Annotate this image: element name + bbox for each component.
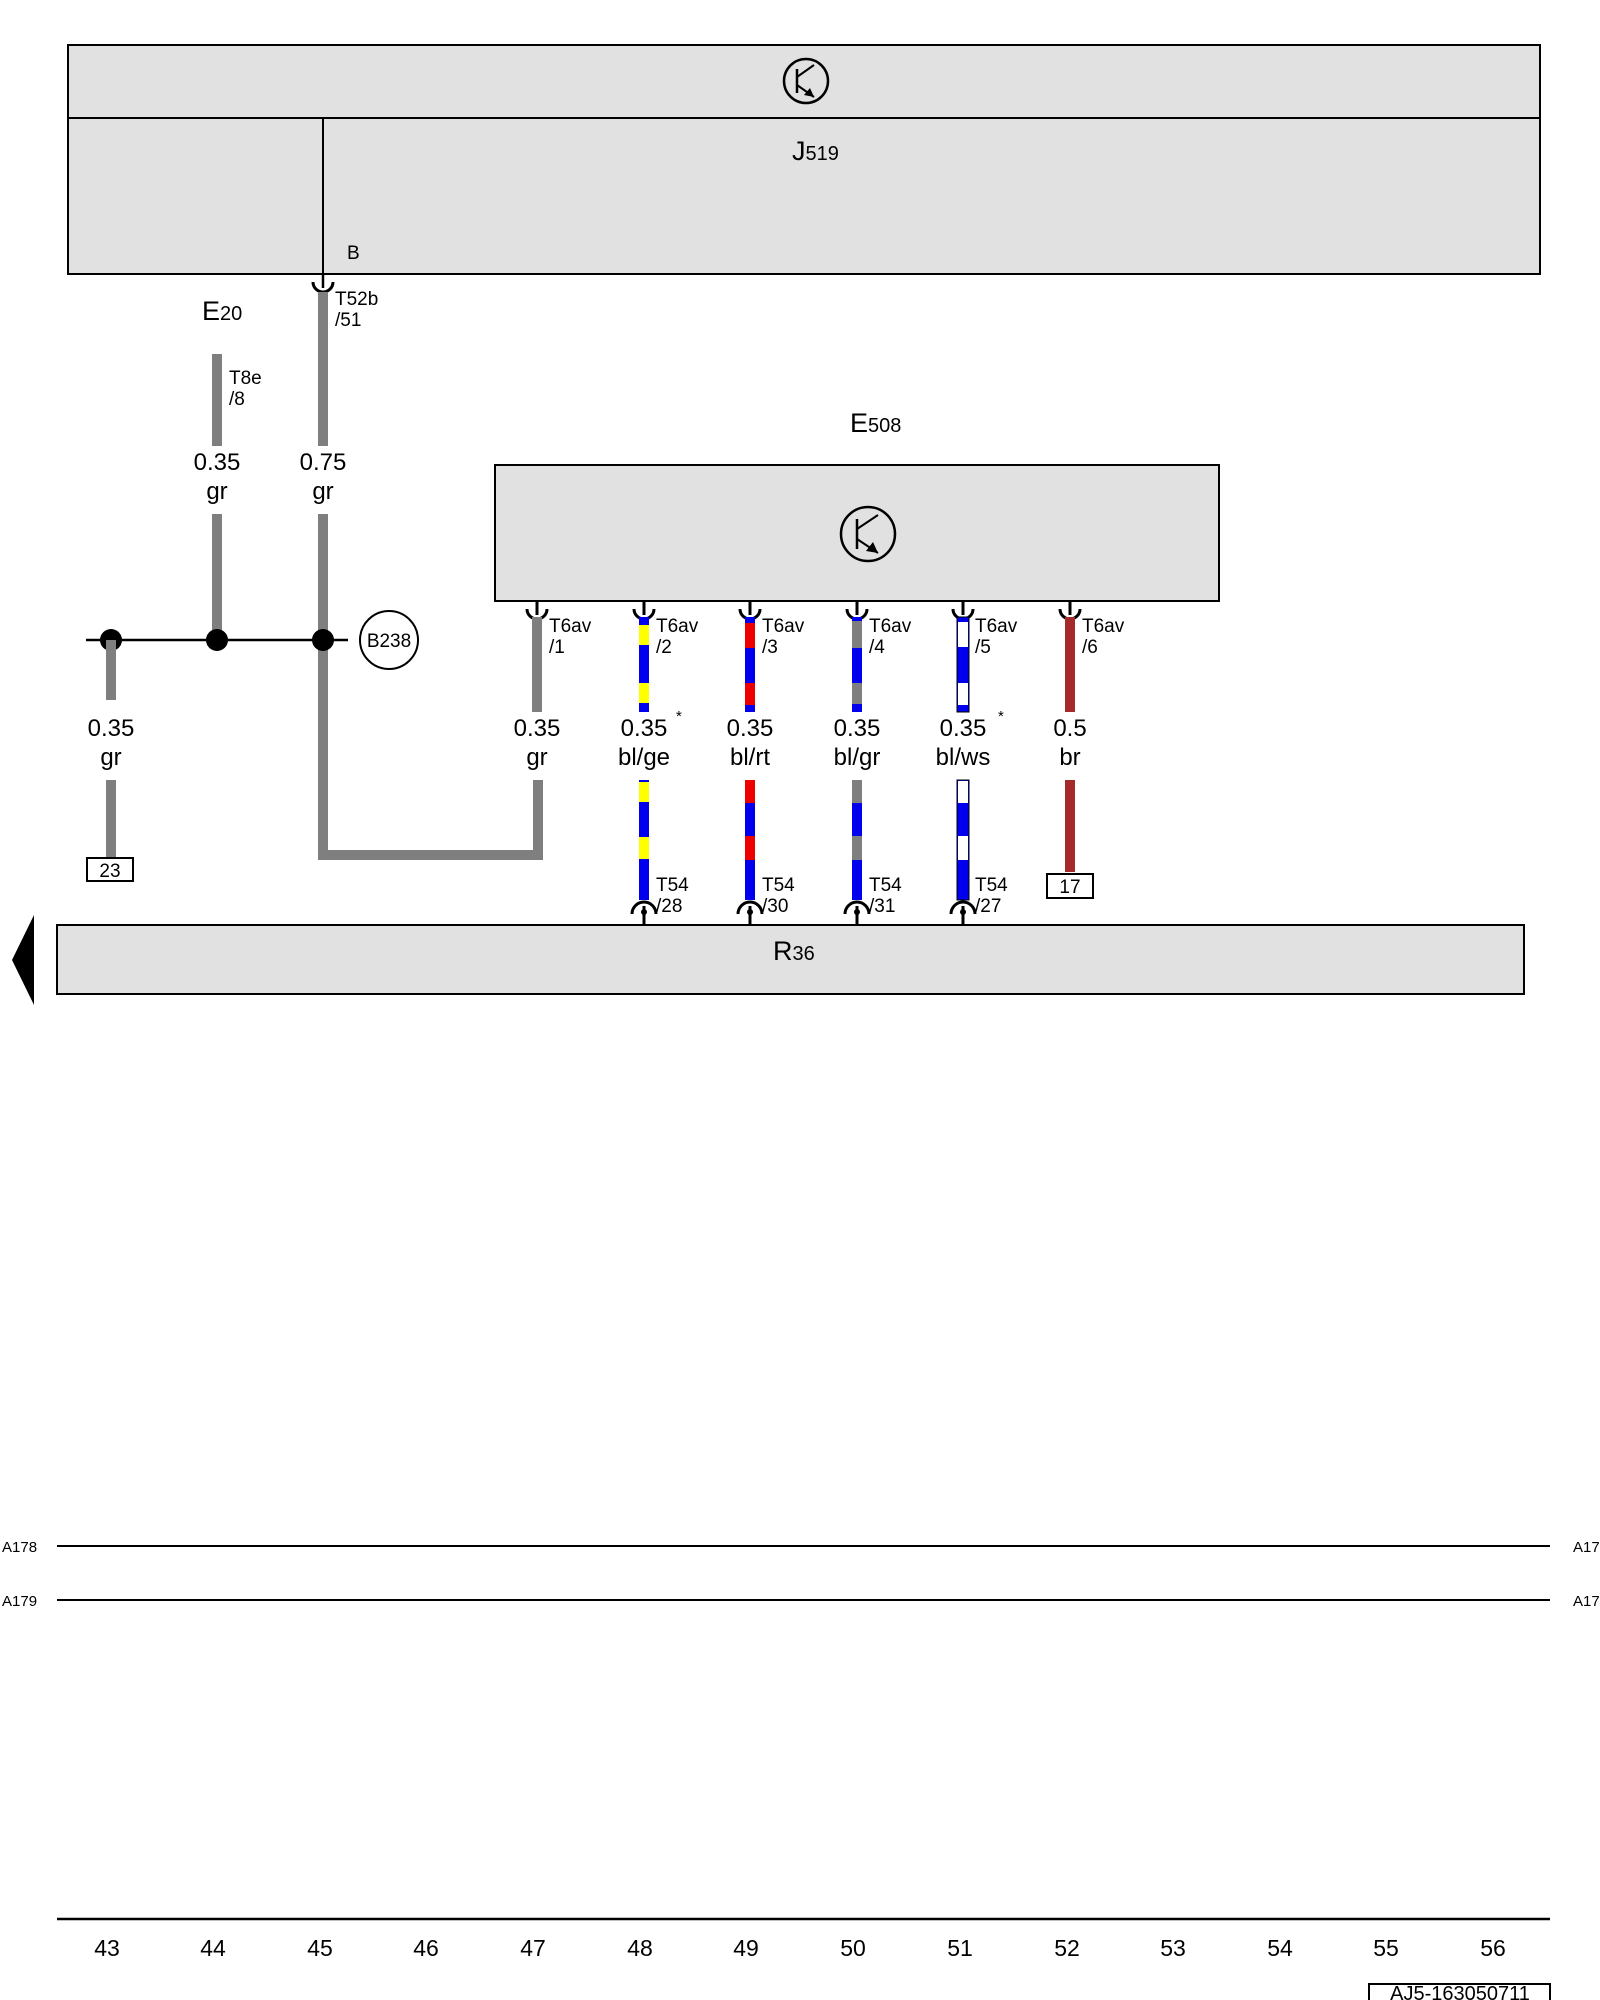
reference-box: [86, 857, 134, 882]
connector-label: T6av/1: [549, 616, 592, 658]
wire-gauge: 0.5: [1053, 715, 1086, 742]
column-number: 54: [1267, 1935, 1293, 1961]
column-number: 45: [307, 1935, 333, 1961]
wire-gauge: 0.35: [621, 715, 668, 742]
wire-bl-ws: [956, 616, 970, 901]
wire-color: gr: [526, 744, 547, 771]
wire-color: bl/rt: [730, 744, 770, 771]
wire-gauge: 0.35: [194, 449, 241, 476]
connector-label: T6av/5: [975, 616, 1018, 658]
component-label-e20: E20: [202, 296, 242, 326]
document-id-box: [1368, 1983, 1551, 2000]
component-label-r36: R36: [773, 936, 815, 966]
column-number: 51: [947, 1935, 973, 1961]
wire-color: br: [1059, 744, 1080, 771]
wire-color: gr: [206, 478, 227, 505]
connector-label: T8e/8: [229, 368, 262, 410]
junction-dot: [206, 629, 228, 651]
column-number: 43: [94, 1935, 120, 1961]
connector-label: T6av/6: [1082, 616, 1125, 658]
document-id: AJ5-163050711: [1390, 1983, 1530, 2000]
track-label: A178: [2, 1539, 37, 1556]
wire-bl-ge: [639, 617, 649, 900]
reference-number: 23: [99, 861, 120, 882]
wire-gauge: 0.35: [727, 715, 774, 742]
j519-pin-letter: B: [347, 243, 360, 264]
column-number: 53: [1160, 1935, 1186, 1961]
ground-point-label: B238: [367, 631, 411, 652]
wire-note-star: *: [998, 708, 1004, 725]
column-number: 52: [1054, 1935, 1080, 1961]
component-label-j519: J519: [792, 136, 839, 166]
connector-label: T52b/51: [335, 289, 378, 331]
reference-number: 17: [1059, 877, 1080, 898]
column-number: 46: [413, 1935, 439, 1961]
connector-label: T54/27: [975, 875, 1008, 917]
connector-label: T6av/4: [869, 616, 912, 658]
track-label: A179: [2, 1593, 37, 1610]
wire-gauge: 0.35: [940, 715, 987, 742]
continuation-arrow-icon: [12, 915, 34, 1005]
connector-label: T54/31: [869, 875, 902, 917]
column-number: 49: [733, 1935, 759, 1961]
wire-gauge: 0.35: [88, 715, 135, 742]
wire-bl-gr: [852, 617, 862, 900]
r36-unit: [56, 924, 1525, 995]
reference-box: [1046, 873, 1094, 899]
track-label: A178: [1573, 1539, 1600, 1556]
component-label-e508: E508: [850, 408, 901, 438]
column-number: 56: [1480, 1935, 1506, 1961]
connector-label: T6av/2: [656, 616, 699, 658]
connector-label: T54/30: [762, 875, 795, 917]
column-numbers: 43 44 45 46 47 48 49 50 51 52 53 54 55 5…: [94, 1935, 1506, 1961]
column-number: 50: [840, 1935, 866, 1961]
connector-label: T6av/3: [762, 616, 805, 658]
wire-bl-rt: [745, 617, 755, 900]
wire-color: gr: [312, 478, 333, 505]
column-number: 44: [200, 1935, 226, 1961]
j519-unit: [67, 44, 1541, 275]
column-number: 47: [520, 1935, 546, 1961]
wire-gauge: 0.35: [834, 715, 881, 742]
wire-color: bl/ws: [936, 744, 991, 771]
column-number: 48: [627, 1935, 653, 1961]
transistor-icon: [839, 505, 897, 563]
column-number: 55: [1373, 1935, 1399, 1961]
connector-label: T54/28: [656, 875, 689, 917]
wire-color: gr: [100, 744, 121, 771]
track-label: A179: [1573, 1593, 1600, 1610]
junction-dot: [312, 629, 334, 651]
ground-point-b238: [359, 610, 419, 670]
wire-color: bl/gr: [834, 744, 881, 771]
wire-color: bl/ge: [618, 744, 670, 771]
wire-gauge: 0.35: [514, 715, 561, 742]
wire-gauge: 0.75: [300, 449, 347, 476]
transistor-icon: [782, 57, 830, 105]
wire-br: [1065, 617, 1075, 872]
wire-note-star: *: [676, 708, 682, 725]
